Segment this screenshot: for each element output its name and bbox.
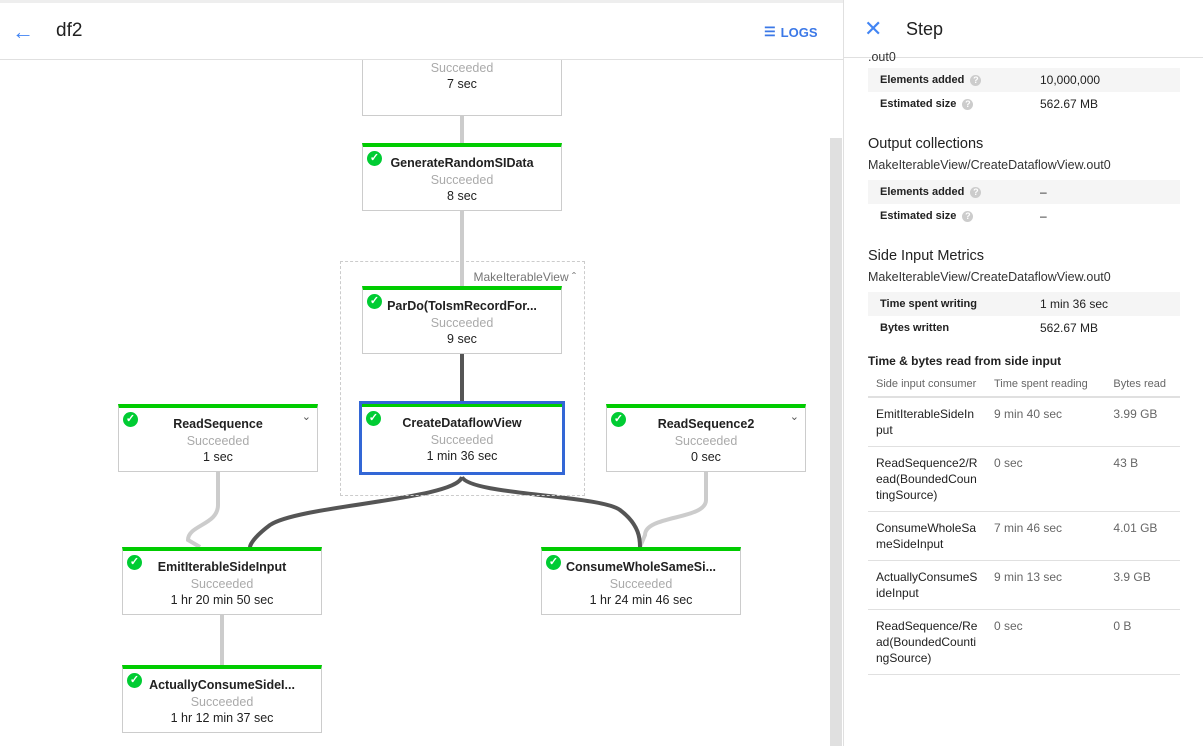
edge xyxy=(460,475,642,548)
group-make-iterable-view: MakeIterableView ˆ xyxy=(340,261,585,496)
check-circle-icon: ✓ xyxy=(127,555,142,570)
chevron-down-icon[interactable]: ⌄ xyxy=(301,411,311,423)
job-title: df2 xyxy=(56,20,83,41)
output-collection-name: MakeIterableView/CreateDataflowView.out0 xyxy=(868,158,1111,172)
metric-row: Estimated size?– xyxy=(880,209,1047,223)
read-heading: Time & bytes read from side input xyxy=(868,354,1062,368)
top-bar: ← df2 ☰LOGS xyxy=(0,0,843,60)
table-cell: 9 min 40 sec xyxy=(986,397,1106,447)
table-cell: ConsumeWholeSameSideInput xyxy=(868,511,986,561)
column-header: Side input consumer xyxy=(868,372,986,398)
check-circle-icon: ✓ xyxy=(546,555,561,570)
column-header: Bytes read xyxy=(1105,372,1180,398)
table-cell: EmitIterableSideInput xyxy=(868,397,986,447)
chevron-down-icon[interactable]: ⌄ xyxy=(789,411,799,423)
metric-row: Elements added?– xyxy=(868,180,1180,204)
output-metrics: Elements added?– Estimated size?– xyxy=(868,180,1180,228)
edge xyxy=(638,472,708,548)
check-circle-icon: ✓ xyxy=(366,411,381,426)
table-cell: 7 min 46 sec xyxy=(986,511,1106,561)
table-cell: ReadSequence2/Read(BoundedCountingSource… xyxy=(868,446,986,512)
check-circle-icon: ✓ xyxy=(367,151,382,166)
side-input-read-table: Side input consumer Time spent reading B… xyxy=(868,372,1180,675)
column-header: Time spent reading xyxy=(986,372,1106,398)
step-panel: ✕ Step .out0 Elements added?10,000,000 E… xyxy=(843,0,1203,746)
table-row: ReadSequence2/Read(BoundedCountingSource… xyxy=(868,446,1180,512)
edge xyxy=(185,472,220,549)
group-collapse[interactable]: MakeIterableView ˆ xyxy=(473,270,576,284)
output-collections-heading: Output collections xyxy=(868,136,984,152)
table-cell: 4.01 GB xyxy=(1105,511,1180,561)
graph-edges xyxy=(185,95,708,665)
metric-row: Estimated size?562.67 MB xyxy=(880,97,1099,111)
table-cell: 3.9 GB xyxy=(1105,560,1180,610)
side-input-name: MakeIterableView/CreateDataflowView.out0 xyxy=(868,270,1111,284)
table-cell: 0 B xyxy=(1105,609,1180,675)
side-input-metrics-heading: Side Input Metrics xyxy=(868,248,985,264)
table-row: ReadSequence/Read(BoundedCountingSource)… xyxy=(868,609,1180,675)
table-cell: 9 min 13 sec xyxy=(986,560,1106,610)
back-arrow-icon[interactable]: ← xyxy=(12,19,34,44)
help-icon[interactable]: ? xyxy=(970,187,982,198)
graph-scrollbar[interactable] xyxy=(830,138,842,746)
help-icon[interactable]: ? xyxy=(970,75,982,86)
check-circle-icon: ✓ xyxy=(367,294,382,309)
input-collection-name: .out0 xyxy=(868,52,896,62)
table-cell: ReadSequence/Read(BoundedCountingSource) xyxy=(868,609,986,675)
chevron-up-icon: ˆ xyxy=(572,270,576,284)
input-metrics: Elements added?10,000,000 Estimated size… xyxy=(868,68,1180,116)
help-icon[interactable]: ? xyxy=(962,99,974,110)
check-circle-icon: ✓ xyxy=(611,412,626,427)
close-icon[interactable]: ✕ xyxy=(864,16,883,41)
check-circle-icon: ✓ xyxy=(127,673,142,688)
check-circle-icon: ✓ xyxy=(123,412,138,427)
metric-row: Elements added?10,000,000 xyxy=(868,68,1180,92)
edge xyxy=(248,475,464,548)
help-icon[interactable]: ? xyxy=(962,211,974,222)
table-cell: 3.99 GB xyxy=(1105,397,1180,447)
logs-button[interactable]: ☰LOGS xyxy=(764,24,818,40)
table-cell: 43 B xyxy=(1105,446,1180,512)
table-cell: ActuallyConsumeSideInput xyxy=(868,560,986,610)
table-cell: 0 sec xyxy=(986,446,1106,512)
table-cell: 0 sec xyxy=(986,609,1106,675)
list-icon: ☰ xyxy=(764,24,776,39)
panel-title: Step xyxy=(906,19,944,39)
